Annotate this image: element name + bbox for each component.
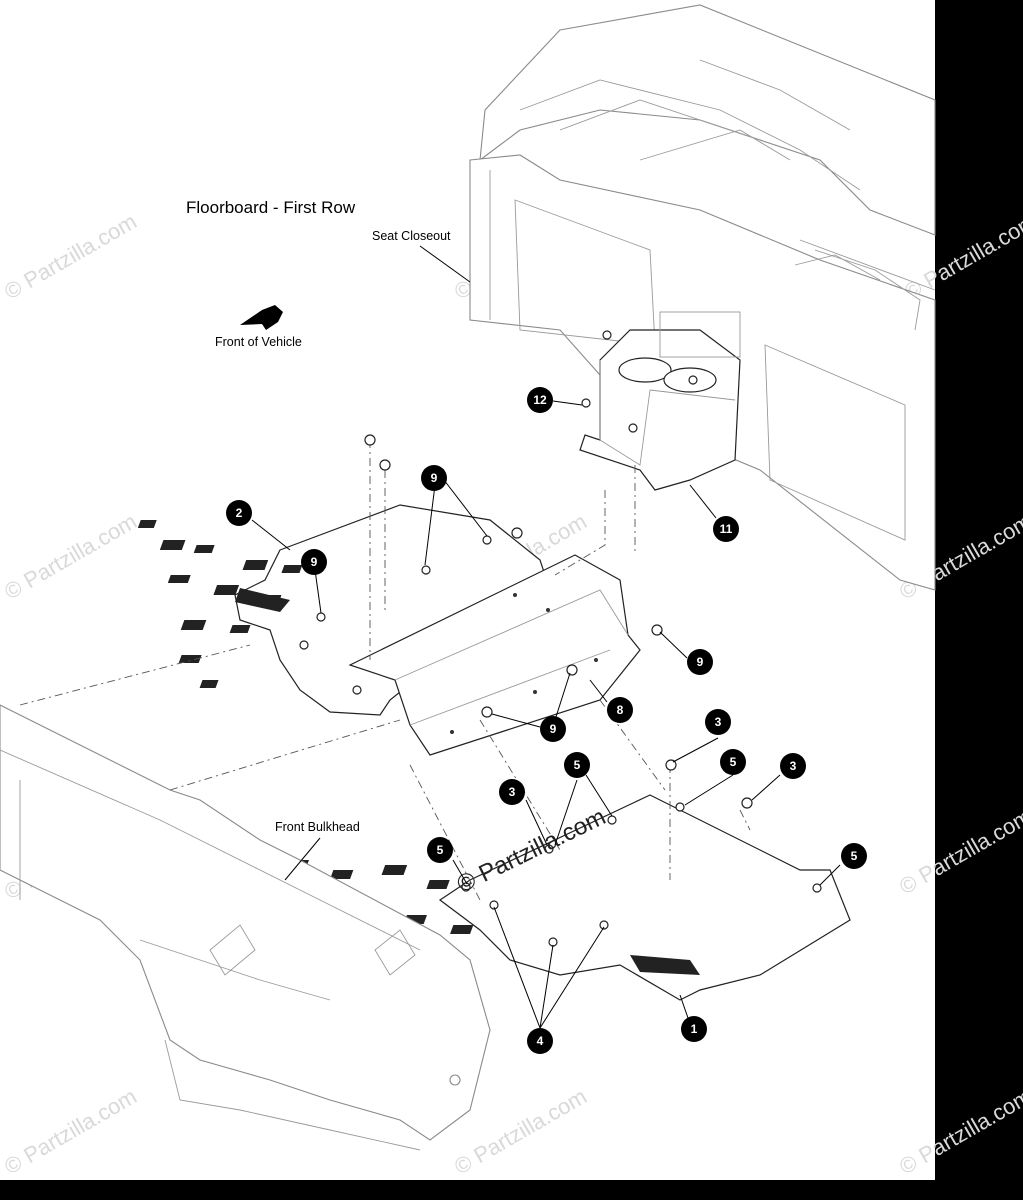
callout-9: 9 bbox=[301, 549, 327, 575]
callout-12: 12 bbox=[527, 387, 553, 413]
callout-5: 5 bbox=[427, 837, 453, 863]
diagram-title: Floorboard - First Row bbox=[186, 198, 356, 217]
callout-9: 9 bbox=[687, 649, 713, 675]
watermark: © Partzilla.com bbox=[0, 1084, 141, 1180]
svg-text:9: 9 bbox=[311, 555, 318, 569]
callout-3: 3 bbox=[780, 753, 806, 779]
front-bulkhead bbox=[0, 704, 491, 1151]
label-front-of-vehicle: Front of Vehicle bbox=[215, 335, 302, 349]
svg-text:5: 5 bbox=[437, 843, 444, 857]
svg-text:5: 5 bbox=[851, 849, 858, 863]
svg-text:3: 3 bbox=[509, 785, 516, 799]
svg-text:12: 12 bbox=[533, 393, 547, 407]
leader-seat-closeout bbox=[419, 245, 471, 283]
watermark: © Partzilla.com bbox=[895, 804, 1023, 900]
callouts: 12 9 2 9 11 9 bbox=[226, 387, 867, 1054]
watermark: © Partzilla.com bbox=[0, 209, 141, 305]
svg-text:9: 9 bbox=[550, 722, 557, 736]
svg-text:9: 9 bbox=[697, 655, 704, 669]
callout-3: 3 bbox=[499, 779, 525, 805]
svg-text:4: 4 bbox=[537, 1034, 544, 1048]
panel-2-slots bbox=[137, 520, 303, 688]
seat-assembly bbox=[469, 4, 936, 591]
svg-text:3: 3 bbox=[790, 759, 797, 773]
svg-text:11: 11 bbox=[720, 522, 733, 536]
svg-text:5: 5 bbox=[730, 755, 737, 769]
callout-11: 11 bbox=[713, 516, 739, 542]
assembly-lines bbox=[19, 440, 751, 901]
label-seat-closeout: Seat Closeout bbox=[372, 229, 451, 243]
tunnel-cover-8 bbox=[348, 554, 641, 756]
callout-3: 3 bbox=[705, 709, 731, 735]
svg-text:8: 8 bbox=[617, 703, 624, 717]
label-front-bulkhead: Front Bulkhead bbox=[275, 820, 360, 834]
svg-text:2: 2 bbox=[236, 506, 243, 520]
callout-leaders bbox=[251, 400, 841, 1029]
callout-5: 5 bbox=[564, 752, 590, 778]
svg-text:5: 5 bbox=[574, 758, 581, 772]
callout-9: 9 bbox=[421, 465, 447, 491]
callout-1: 1 bbox=[681, 1016, 707, 1042]
watermark: © Partzilla.com bbox=[0, 509, 141, 605]
svg-text:1: 1 bbox=[691, 1022, 698, 1036]
callout-9: 9 bbox=[540, 716, 566, 742]
svg-text:3: 3 bbox=[715, 715, 722, 729]
callout-8: 8 bbox=[607, 697, 633, 723]
callout-5: 5 bbox=[841, 843, 867, 869]
callout-4: 4 bbox=[527, 1028, 553, 1054]
console-part-11 bbox=[579, 311, 741, 491]
watermark: © Partzilla.com bbox=[895, 1084, 1023, 1180]
callout-2: 2 bbox=[226, 500, 252, 526]
leader-front-bulkhead bbox=[284, 837, 321, 881]
front-arrow-icon bbox=[240, 305, 283, 330]
callout-5: 5 bbox=[720, 749, 746, 775]
svg-text:9: 9 bbox=[431, 471, 438, 485]
